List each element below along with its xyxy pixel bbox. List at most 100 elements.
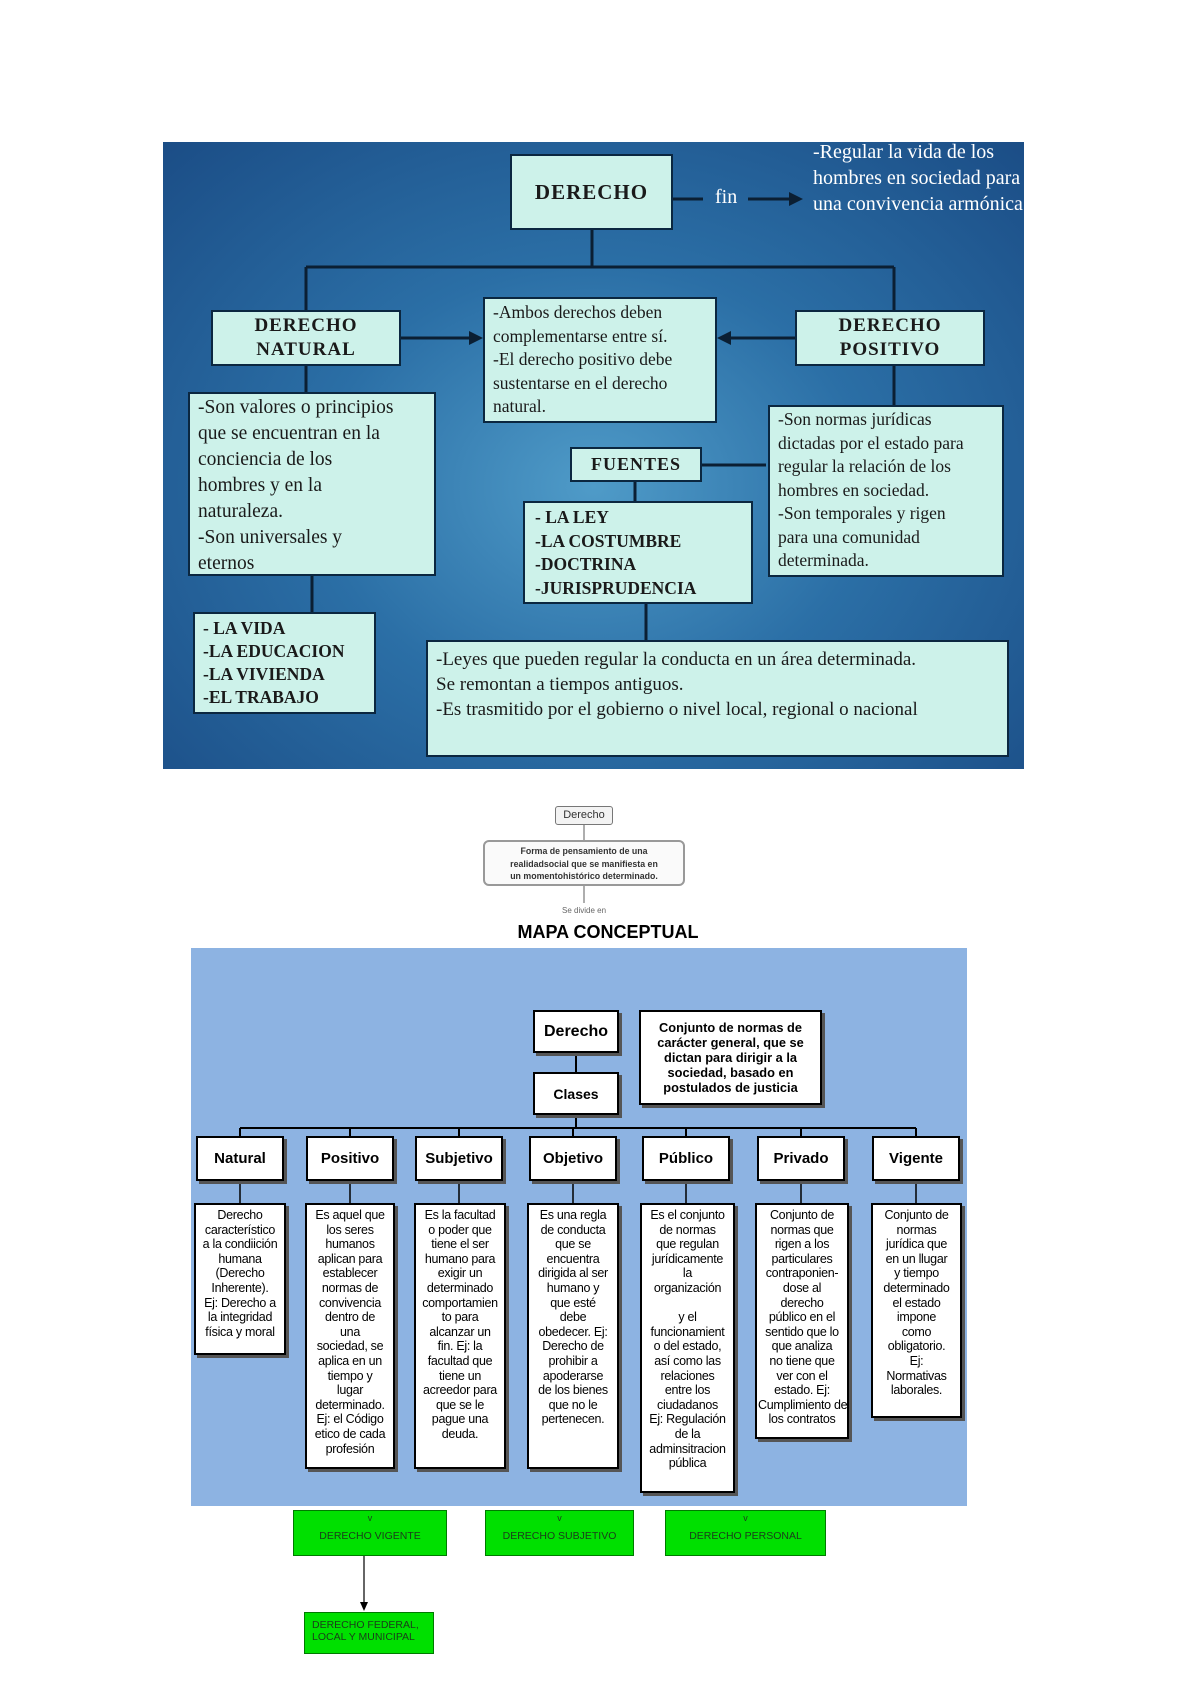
description-line: alcanzar un [429,1324,491,1339]
description-line: humano y [546,1280,600,1295]
leyes-line: -Es trasmitido por el gobierno o nivel l… [436,699,918,720]
description-line: a la condiición [202,1237,278,1252]
category-publico: Público [642,1136,730,1181]
description-line: encuentra [546,1251,600,1266]
positivo-desc-line: -Son temporales y rigen [778,503,946,523]
description-line: entre los [664,1383,711,1398]
positivo-desc-line: determinada. [778,550,869,570]
description-line: estado. Ej: [774,1383,830,1398]
description-line: impone [896,1310,937,1325]
natural-title-line: DERECHO [254,315,358,336]
mini-forma-node: Forma de pensamiento de una realidadsoci… [483,840,685,886]
concept-map-derecho-natural-positivo: DERECHO fin -Regular la vida de los homb… [163,142,1024,769]
fuentes-label: FUENTES [590,454,682,474]
federal-line: DERECHO FEDERAL, [312,1619,419,1631]
category-label: Objetivo [542,1150,603,1167]
description-line: los contratos [768,1412,836,1427]
description-line: funcionamient [650,1324,725,1339]
derecho-natural-box: DERECHO NATURAL [211,310,401,366]
description-line [643,1296,732,1311]
description-line: normas [896,1222,937,1237]
description-line: jurídica que [885,1237,948,1252]
description-line: obedecer. Ej: [538,1324,608,1339]
description-line: determinado. [315,1397,385,1412]
category-privado: Privado [757,1136,845,1181]
category-label: Vigente [889,1150,943,1167]
positivo-title-line: POSITIVO [839,339,941,360]
natural-description-box: -Son valores o principios que se encuent… [188,392,436,576]
description-line: pertenecen. [541,1412,605,1427]
description-line: jurídicamente [651,1251,724,1266]
mapa-conceptual-heading: MAPA CONCEPTUAL [517,922,699,942]
fin-line: hombres en sociedad [813,167,981,189]
description-line: particulares [771,1251,833,1266]
clases-connectors [239,1053,917,1203]
description-line: o poder que [428,1222,492,1237]
federal-line: LOCAL Y MUNICIPAL [312,1631,415,1643]
description-line: física y moral [205,1324,275,1339]
description-line: que esté [550,1295,596,1310]
mini-forma-line: realidadsocial que se manifiesta en [510,858,658,869]
description-line: determinado [426,1280,494,1295]
description-line: apoderarse [542,1368,604,1383]
description-line: obligatorio. [887,1339,946,1354]
description-line: la integridad [207,1310,273,1325]
positivo-description-box: -Son normas jurídicas dictadas por el es… [768,405,1004,577]
derecho-personal-box: v DERECHO PERSONAL [665,1510,826,1556]
description-line: no tiene que [769,1353,835,1368]
category-label: Privado [773,1150,829,1167]
description-line: aplican para [317,1251,383,1266]
marker: v [743,1513,748,1523]
positivo-title-line: DERECHO [838,315,942,336]
ambos-line: sustentarse en el derecho [493,372,668,393]
fin-line: armónica [948,193,1023,215]
description-line: humanos [325,1237,375,1252]
description-line: establecer [322,1266,378,1281]
description-line: característico [204,1222,276,1237]
description-line: Ej: Derecho a [204,1295,276,1310]
mini-se-divide-label: Se divide en [561,906,607,915]
description-line: prohibir a [548,1353,598,1368]
derecho-box: DERECHO [510,154,673,230]
description-line: así como las [654,1353,721,1368]
description-line: de la [674,1426,701,1441]
category-label: Subjetivo [425,1150,493,1167]
description-line: facultad que [427,1353,493,1368]
description-line: y tiempo [894,1266,939,1281]
mini-forma-line: un momentohistórico determinado. [510,871,658,881]
description-line: ciudadanos [657,1397,718,1412]
positivo-desc-line: hombres en sociedad. [778,479,930,500]
derecho-label: DERECHO [534,179,649,204]
description-line: humano para [424,1251,496,1266]
fuentes-list-item: -LA COSTUMBRE [535,530,682,551]
description-line: Cumplimiento de [758,1397,848,1412]
description-line: tiene un [438,1368,482,1383]
description-line: que regulan [656,1237,719,1252]
mini-forma-line: Forma de pensamiento de una [520,846,648,856]
description-line: relaciones [660,1368,715,1383]
connector-lines [304,192,896,640]
description-line: to para [441,1310,479,1325]
description-line: Conjunto de [884,1208,949,1222]
fuentes-box: FUENTES [570,447,702,482]
description-line: convivencia [318,1295,381,1310]
derecho-federal-box: DERECHO FEDERAL, LOCAL Y MUNICIPAL [304,1612,434,1654]
description-line: etico de cada [314,1426,386,1441]
conjunto-definition-box: Conjunto de normas de carácter general, … [639,1010,822,1105]
description-line: comportamien [422,1295,498,1310]
description-line: Conjunto de [769,1208,835,1222]
mini-derecho-label: Derecho [563,809,605,821]
description-line: pública [668,1456,707,1471]
description-line: normas de [321,1280,379,1295]
ambos-line: natural. [493,396,546,416]
description-line: o del estado, [653,1339,722,1354]
description-line: Ej: el Código [316,1412,384,1427]
description-line: humana [218,1251,262,1266]
description-line: en un llugar [885,1251,948,1266]
description-line: adminsitracion [649,1441,726,1456]
description-line: debe [559,1310,587,1325]
derecho-positivo-box: DERECHO POSITIVO [795,310,985,366]
